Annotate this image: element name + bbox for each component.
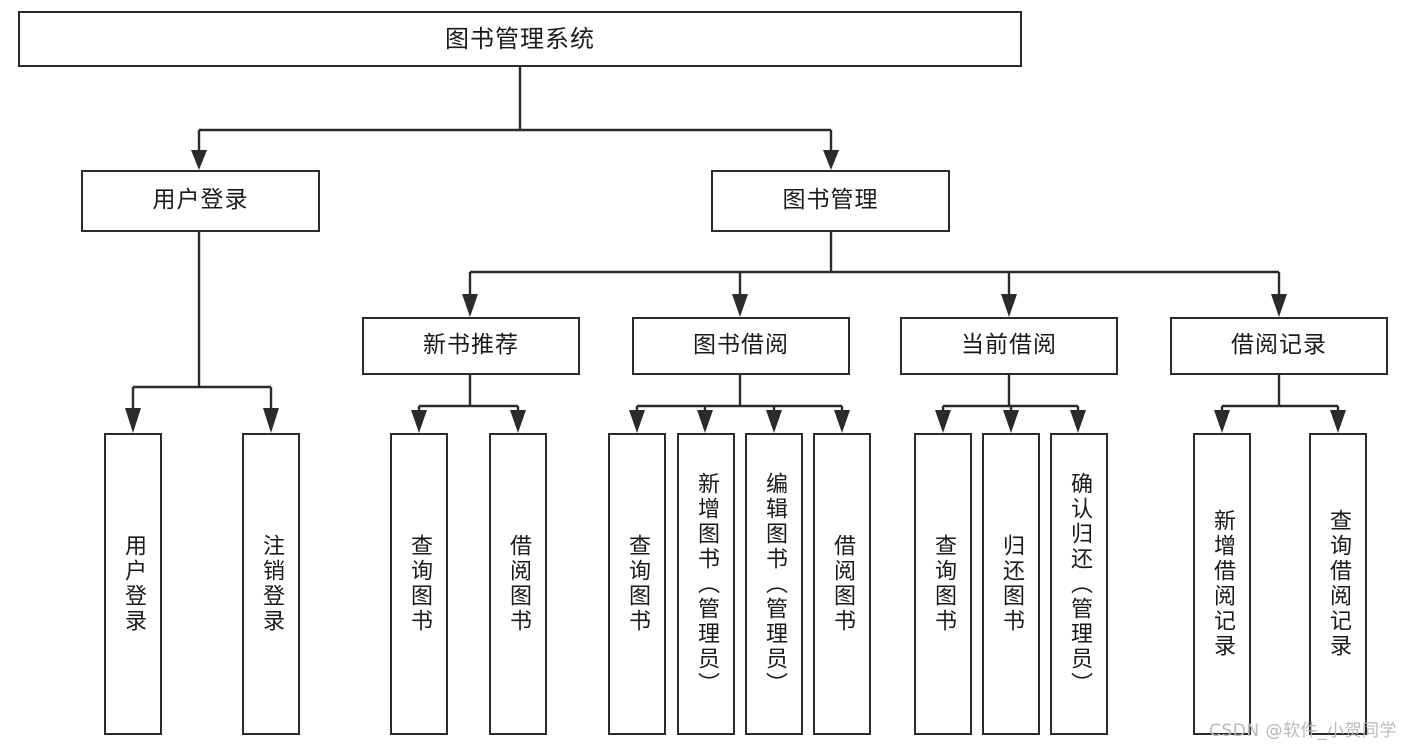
arrowhead-level3-2 [732,294,748,317]
arrowhead-userlogin-1 [125,408,141,433]
arrowhead-record-2 [1330,410,1346,433]
leaf-record-add-record[interactable]: 新增借阅记录 [1193,433,1251,735]
watermark-text: CSDN @软件_小贺同学 [1209,721,1397,741]
node-book-borrow[interactable]: 图书借阅 [632,317,850,375]
node-root-book-management-system[interactable]: 图书管理系统 [18,11,1022,67]
leaf-label: 借阅图书 [506,534,531,634]
leaf-borrow-borrow-book[interactable]: 借阅图书 [813,433,871,735]
node-book-management[interactable]: 图书管理 [711,170,950,232]
arrowhead-current-3 [1070,410,1086,433]
leaf-label: 查询图书 [931,534,956,634]
arrowhead-newbook-2 [510,410,526,433]
leaf-borrow-query-book[interactable]: 查询图书 [608,433,666,735]
leaf-borrow-add-book-admin[interactable]: 新增图书（管理员） [677,433,735,735]
leaf-new-book-borrow-book[interactable]: 借阅图书 [489,433,547,735]
leaf-label: 注销登录 [259,534,284,634]
node-user-login[interactable]: 用户登录 [81,170,320,232]
node-new-book-recommend[interactable]: 新书推荐 [362,317,580,375]
arrowhead-level3-3 [1001,294,1017,317]
arrowhead-borrow-4 [834,410,850,433]
leaf-label: 查询图书 [407,534,432,634]
node-borrow-record[interactable]: 借阅记录 [1170,317,1388,375]
arrowhead-level2-right [823,150,839,170]
arrowhead-borrow-3 [766,410,782,433]
leaf-label: 编辑图书（管理员） [762,471,787,697]
arrowhead-current-1 [935,410,951,433]
leaf-borrow-edit-book-admin[interactable]: 编辑图书（管理员） [745,433,803,735]
leaf-record-query-record[interactable]: 查询借阅记录 [1309,433,1367,735]
leaf-label: 用户登录 [121,534,146,634]
leaf-new-book-query-book[interactable]: 查询图书 [390,433,448,735]
leaf-label: 查询图书 [625,534,650,634]
leaf-label: 归还图书 [999,534,1024,634]
arrowhead-borrow-2 [697,410,713,433]
leaf-logout[interactable]: 注销登录 [242,433,300,735]
leaf-label: 新增借阅记录 [1210,509,1235,659]
arrowhead-newbook-1 [411,410,427,433]
leaf-label: 借阅图书 [830,534,855,634]
leaf-current-confirm-return-admin[interactable]: 确认归还（管理员） [1050,433,1108,735]
arrowhead-level3-4 [1271,294,1287,317]
leaf-user-login[interactable]: 用户登录 [104,433,162,735]
arrowhead-level2-left [191,150,207,170]
leaf-current-return-book[interactable]: 归还图书 [982,433,1040,735]
arrowhead-borrow-1 [629,410,645,433]
leaf-label: 查询借阅记录 [1326,509,1351,659]
node-current-borrow[interactable]: 当前借阅 [900,317,1118,375]
leaf-label: 新增图书（管理员） [694,471,719,697]
arrowhead-userlogin-2 [263,408,279,433]
leaf-label: 确认归还（管理员） [1067,471,1092,697]
arrowhead-record-1 [1214,410,1230,433]
arrowhead-level3-1 [462,294,478,317]
arrowhead-current-2 [1003,410,1019,433]
leaf-current-query-book[interactable]: 查询图书 [914,433,972,735]
